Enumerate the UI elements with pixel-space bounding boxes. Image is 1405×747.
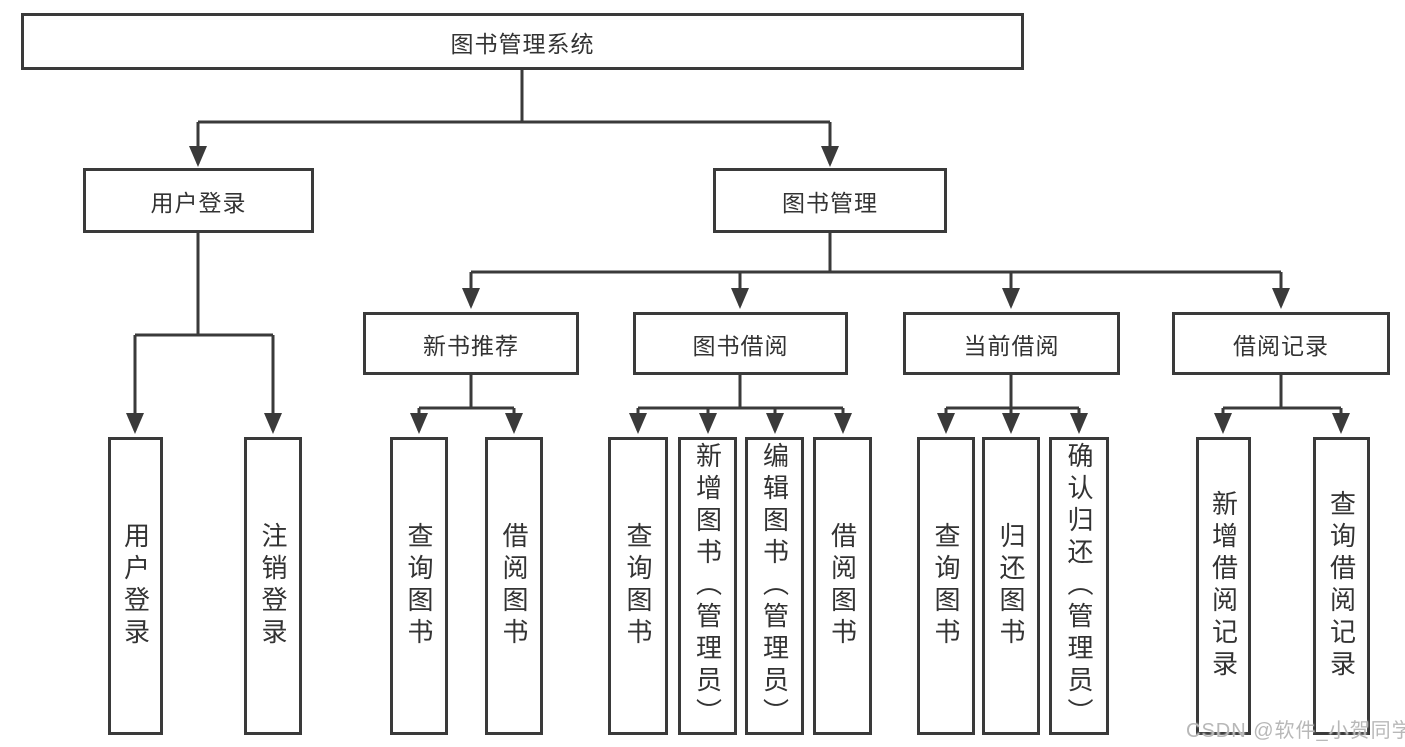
node-book-management: 图书管理 — [713, 168, 947, 233]
connector-book-borrow-branch — [629, 375, 852, 434]
node-label: 编辑图书（管理员） — [759, 442, 790, 730]
leaf-logout: 注销登录 — [244, 437, 302, 735]
node-label: 用户登录 — [150, 189, 247, 216]
node-label: 查询借阅记录 — [1326, 490, 1357, 682]
connector-management-to-sections — [462, 233, 1290, 309]
leaf-return-books: 归还图书 — [982, 437, 1040, 735]
leaf-confirm-return-admin: 确认归还（管理员） — [1049, 437, 1109, 735]
connector-login-branch — [126, 233, 282, 434]
node-label: 当前借阅 — [963, 332, 1060, 359]
node-label: 图书借阅 — [692, 332, 789, 359]
leaf-edit-books-admin: 编辑图书（管理员） — [745, 437, 804, 735]
node-library-management-system: 图书管理系统 — [21, 13, 1024, 70]
csdn-watermark: CSDN @软件_小贺同学 — [1186, 720, 1405, 742]
node-label: 图书管理系统 — [450, 30, 595, 57]
node-label: 查询图书 — [931, 522, 961, 650]
node-label: 借阅图书 — [827, 522, 858, 650]
node-user-login: 用户登录 — [83, 168, 314, 233]
connector-new-recommend-branch — [410, 375, 523, 434]
node-label: 图书管理 — [782, 189, 878, 216]
leaf-add-books-admin: 新增图书（管理员） — [678, 437, 737, 735]
node-current-borrowing: 当前借阅 — [903, 312, 1120, 375]
node-label: 借阅图书 — [499, 522, 529, 650]
node-label: 新增借阅记录 — [1208, 490, 1239, 682]
leaf-query-books-2: 查询图书 — [608, 437, 668, 735]
leaf-borrow-books-1: 借阅图书 — [485, 437, 543, 735]
node-label: 新书推荐 — [423, 332, 519, 359]
node-borrowing-records: 借阅记录 — [1172, 312, 1390, 375]
node-label: 查询图书 — [404, 522, 434, 650]
node-label: 查询图书 — [623, 522, 653, 650]
node-label: 借阅记录 — [1233, 332, 1329, 359]
node-book-borrowing: 图书借阅 — [633, 312, 848, 375]
connector-borrow-records-branch — [1214, 375, 1350, 434]
node-label: 归还图书 — [996, 522, 1026, 650]
node-new-book-recommendation: 新书推荐 — [363, 312, 579, 375]
node-label: 注销登录 — [258, 522, 288, 650]
leaf-query-books-3: 查询图书 — [917, 437, 975, 735]
connector-current-borrow-branch — [937, 375, 1088, 434]
node-label: 用户登录 — [120, 522, 151, 650]
node-label: 确认归还（管理员） — [1064, 442, 1094, 730]
leaf-query-borrow-record: 查询借阅记录 — [1313, 437, 1370, 735]
leaf-user-login: 用户登录 — [108, 437, 163, 735]
leaf-query-books-1: 查询图书 — [390, 437, 448, 735]
leaf-add-borrow-record: 新增借阅记录 — [1196, 437, 1251, 735]
connector-root-to-level2 — [189, 69, 839, 167]
leaf-borrow-books-2: 借阅图书 — [813, 437, 872, 735]
node-label: 新增图书（管理员） — [692, 442, 723, 730]
